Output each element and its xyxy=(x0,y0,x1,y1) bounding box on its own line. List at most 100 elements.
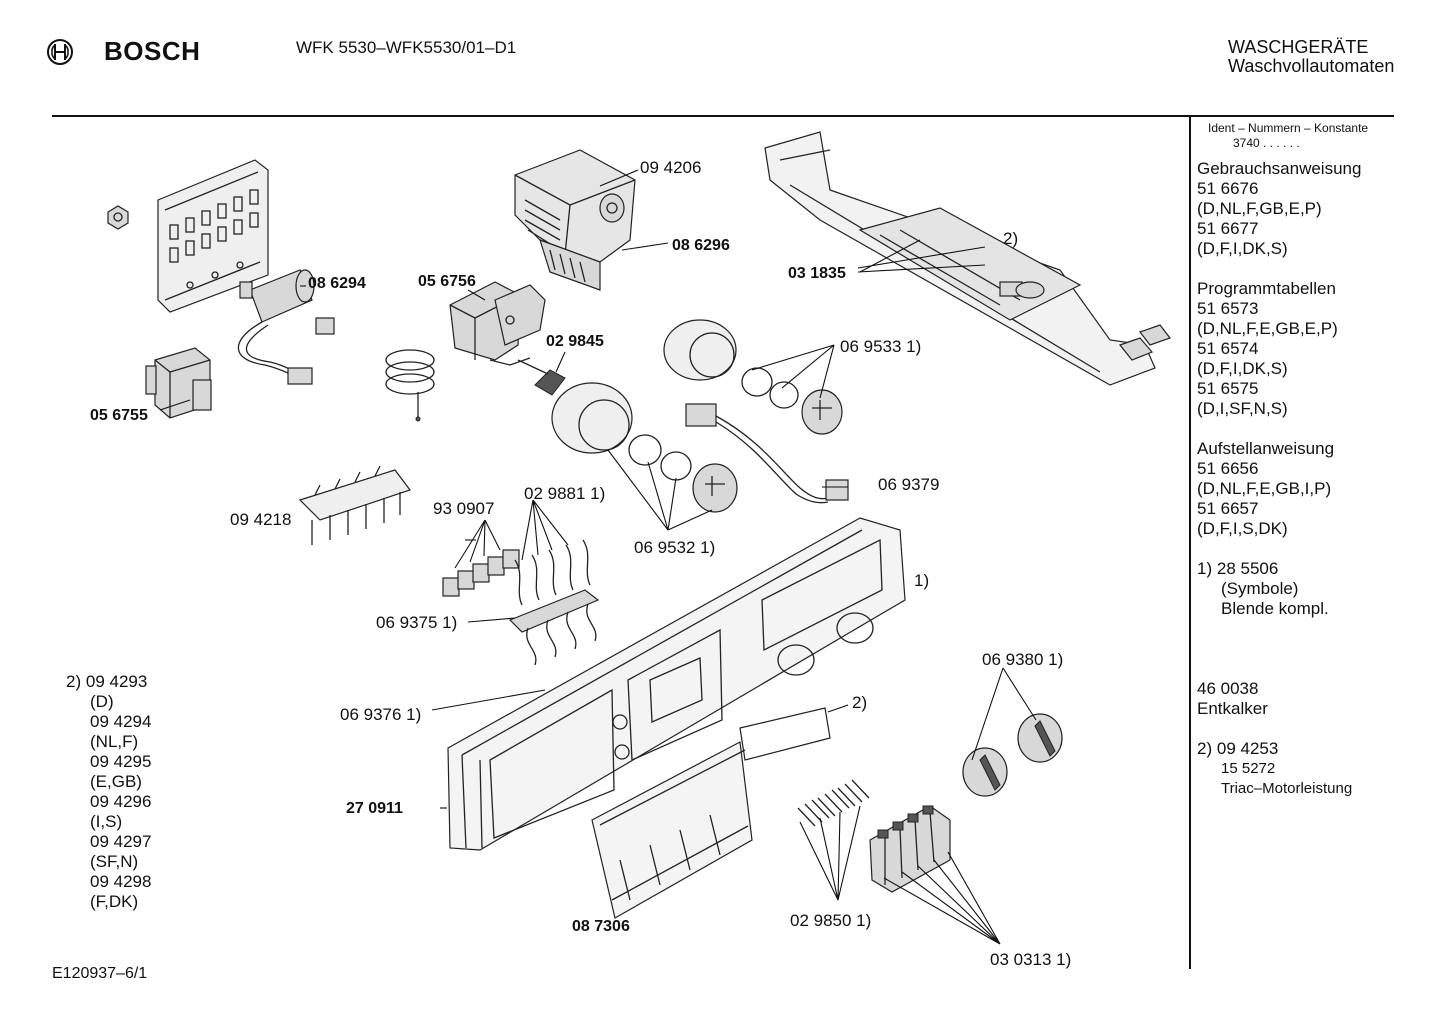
variant-legend: 2) 09 4293 (D) 09 4294 (NL,F) 09 4295 (E… xyxy=(66,672,151,912)
nut-icon xyxy=(107,205,129,230)
legend-countries: (D) xyxy=(90,692,114,711)
push-buttons-icon xyxy=(869,805,951,893)
section-line: (D,F,I,DK,S) xyxy=(1197,359,1288,378)
legend-countries: (F,DK) xyxy=(90,892,139,911)
note-line: Blende kompl. xyxy=(1221,599,1329,618)
ident-value: 3740 . . . . . . xyxy=(1233,136,1300,150)
part-label-056755: 05 6755 xyxy=(90,407,148,424)
note-marker: 2) xyxy=(1197,739,1213,758)
interference-filter-icon xyxy=(145,347,212,419)
category-line-2: Waschvollautomaten xyxy=(1228,56,1395,76)
knob-ring-lower-icon xyxy=(551,382,738,513)
legend-countries: (SF,N) xyxy=(90,852,139,871)
legend-number: 09 4295 xyxy=(90,752,152,771)
entkalker-label: Entkalker xyxy=(1197,699,1268,718)
part-label-270911: 27 0911 xyxy=(346,800,403,817)
part-label-069379: 06 9379 xyxy=(878,475,940,494)
part-label-930907: 93 0907 xyxy=(433,499,495,518)
programmer-timer-icon xyxy=(514,149,636,291)
section-gebrauchsanweisung: Gebrauchsanweisung 51 6676 (D,NL,F,GB,E,… xyxy=(1197,159,1437,259)
part-label-030313: 03 0313 1) xyxy=(990,950,1072,969)
legend-marker: 2) xyxy=(66,672,82,691)
part-label-2-top: 2) xyxy=(1003,229,1019,248)
note-2: 2) 09 4253 15 5272 Triac–Motorleistung xyxy=(1197,739,1437,799)
sidebar-divider xyxy=(1189,117,1191,969)
section-line: 51 6656 xyxy=(1197,459,1259,478)
part-label-086294: 08 6294 xyxy=(308,275,366,292)
ident-title: Ident – Nummern – Konstante xyxy=(1208,121,1369,135)
key-springs-icon xyxy=(514,539,591,606)
note-sub-number: 15 5272 xyxy=(1221,760,1276,777)
part-label-087306: 08 7306 xyxy=(572,918,630,935)
part-label-094218: 09 4218 xyxy=(230,510,292,529)
part-label-029881: 02 9881 1) xyxy=(524,484,606,503)
selector-knob-icon xyxy=(962,713,1063,797)
legend-number: 09 4293 xyxy=(85,672,148,691)
entkalker: 46 0038 Entkalker xyxy=(1197,679,1437,719)
bracket-plate-icon xyxy=(157,159,269,313)
section-line: (D,NL,F,E,GB,I,P) xyxy=(1197,479,1332,498)
section-line: (D,NL,F,E,GB,E,P) xyxy=(1197,319,1338,338)
indicator-lamp-icon xyxy=(685,403,849,504)
section-line: 51 6575 xyxy=(1197,379,1259,398)
legend-countries: (NL,F) xyxy=(90,732,139,751)
note-marker: 1) xyxy=(1197,559,1213,578)
section-line: 51 6573 xyxy=(1197,299,1259,318)
part-label-069533: 06 9533 1) xyxy=(840,337,922,356)
note-line: (Symbole) xyxy=(1221,579,1299,598)
section-aufstellanweisung: Aufstellanweisung 51 6656 (D,NL,F,E,GB,I… xyxy=(1197,439,1437,539)
drawing-code: E120937–6/1 xyxy=(52,965,148,982)
brand-name: BOSCH xyxy=(104,36,201,66)
header-divider xyxy=(52,115,1394,117)
model-title: WFK 5530–WFK5530/01–D1 xyxy=(296,38,517,57)
door-lock-icon xyxy=(449,281,546,366)
compression-springs-icon xyxy=(797,779,870,827)
section-title: Programmtabellen xyxy=(1197,279,1336,298)
section-line: (D,F,I,DK,S) xyxy=(1197,239,1288,258)
contact-strip-icon xyxy=(508,589,600,666)
legend-countries: (E,GB) xyxy=(90,772,142,791)
part-label-069375: 06 9375 1) xyxy=(376,613,458,632)
part-label-069376: 06 9376 1) xyxy=(340,705,422,724)
switch-block-icon xyxy=(298,465,411,545)
section-programmtabellen: Programmtabellen 51 6573 (D,NL,F,E,GB,E,… xyxy=(1197,279,1437,419)
section-line: 51 6657 xyxy=(1197,499,1259,518)
bosch-logo-icon xyxy=(46,38,74,66)
label-strip-icon xyxy=(739,707,831,761)
section-line: 51 6574 xyxy=(1197,339,1259,358)
part-label-1-panel: 1) xyxy=(914,571,930,590)
heating-coil-icon xyxy=(385,349,435,422)
category-title: WASCHGERÄTE Waschvollautomaten xyxy=(1228,38,1394,76)
knob-ring-upper-icon xyxy=(663,319,843,435)
legend-number: 09 4294 xyxy=(90,712,152,731)
section-title: Gebrauchsanweisung xyxy=(1197,159,1362,178)
part-label-069532: 06 9532 1) xyxy=(634,538,716,557)
section-line: (D,F,I,S,DK) xyxy=(1197,519,1288,538)
part-label-069380: 06 9380 1) xyxy=(982,650,1064,669)
entkalker-number: 46 0038 xyxy=(1197,679,1259,698)
part-label-056756: 05 6756 xyxy=(418,273,476,290)
section-title: Aufstellanweisung xyxy=(1197,439,1335,458)
detergent-flap-icon xyxy=(591,741,753,919)
leader-lines xyxy=(159,169,1037,945)
legend-number: 09 4298 xyxy=(90,872,152,891)
category-line-1: WASCHGERÄTE xyxy=(1228,37,1369,57)
part-label-031835: 03 1835 xyxy=(788,265,846,282)
control-rail-icon xyxy=(764,131,1171,386)
note-number: 28 5506 xyxy=(1216,559,1279,578)
control-panel-fascia-icon xyxy=(447,517,906,851)
sleeve-part-icon xyxy=(517,359,566,396)
ident-sidebar: Ident – Nummern – Konstante 3740 . . . .… xyxy=(1197,121,1437,799)
part-label-029845: 02 9845 xyxy=(546,333,604,350)
legend-countries: (I,S) xyxy=(90,812,123,831)
part-label-086296: 08 6296 xyxy=(672,237,730,254)
part-label-029850: 02 9850 1) xyxy=(790,911,872,930)
legend-number: 09 4297 xyxy=(90,832,152,851)
note-number: 09 4253 xyxy=(1216,739,1279,758)
section-line: (D,NL,F,GB,E,P) xyxy=(1197,199,1322,218)
section-line: 51 6677 xyxy=(1197,219,1259,238)
note-sub-label: Triac–Motorleistung xyxy=(1221,780,1353,797)
section-line: 51 6676 xyxy=(1197,179,1259,198)
note-1: 1) 28 5506 (Symbole) Blende kompl. xyxy=(1197,559,1437,619)
